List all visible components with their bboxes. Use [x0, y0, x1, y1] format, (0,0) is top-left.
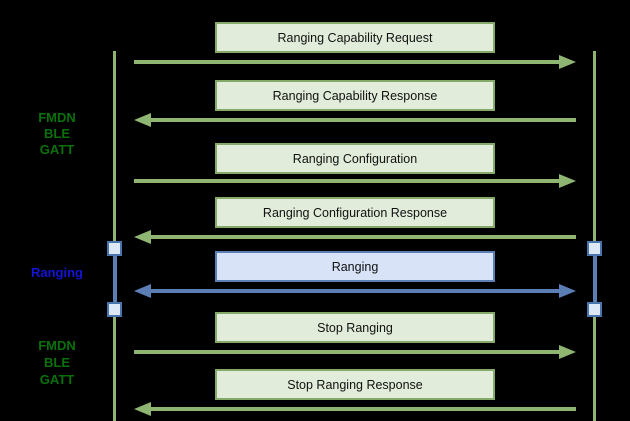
arrowhead-left: [134, 284, 151, 298]
message-label: Ranging Capability Response: [272, 88, 438, 103]
arrow-line: [151, 118, 576, 122]
left-lifeline-ranging-segment: [113, 250, 117, 310]
message-label: Ranging Configuration Response: [262, 205, 448, 220]
arrow-line: [134, 350, 559, 354]
arrow-line: [151, 289, 559, 293]
arrowhead-right: [559, 345, 576, 359]
left-activation-start-marker: [107, 241, 122, 256]
protocol-label-ranging: Ranging: [10, 265, 104, 281]
arrow-stop-ranging-response: [134, 402, 576, 416]
protocol-label-line: GATT: [39, 142, 75, 157]
arrowhead-right: [559, 55, 576, 69]
message-box-stop-ranging-response: Stop Ranging Response: [215, 369, 495, 400]
message-box-ranging: Ranging: [215, 251, 495, 282]
arrow-ranging-capability-response: [134, 113, 576, 127]
message-box-ranging-capability-request: Ranging Capability Request: [215, 22, 495, 53]
message-box-ranging-capability-response: Ranging Capability Response: [215, 80, 495, 111]
arrowhead-right: [559, 174, 576, 188]
arrow-ranging-capability-request: [134, 55, 576, 69]
message-label: Ranging Configuration: [292, 151, 418, 166]
arrowhead-left: [134, 230, 151, 244]
right-activation-end-marker: [587, 302, 602, 317]
arrowhead-right: [559, 284, 576, 298]
arrow-stop-ranging: [134, 345, 576, 359]
message-box-ranging-configuration-response: Ranging Configuration Response: [215, 197, 495, 228]
arrowhead-left: [134, 402, 151, 416]
right-activation-start-marker: [587, 241, 602, 256]
protocol-label-line: Ranging: [31, 265, 83, 280]
message-box-stop-ranging: Stop Ranging: [215, 312, 495, 343]
message-box-ranging-configuration: Ranging Configuration: [215, 143, 495, 174]
message-label: Ranging: [331, 259, 379, 274]
arrow-line: [151, 235, 576, 239]
protocol-label-fmdn-ble-gatt-bottom: FMDN BLE GATT: [10, 337, 104, 388]
protocol-label-line: FMDN: [38, 338, 76, 353]
arrow-ranging-bidirectional: [134, 284, 576, 298]
protocol-label-line: BLE: [44, 126, 70, 141]
arrow-line: [134, 179, 559, 183]
message-label: Stop Ranging: [317, 320, 393, 335]
arrow-ranging-configuration: [134, 174, 576, 188]
arrow-line: [151, 407, 576, 411]
protocol-label-fmdn-ble-gatt-top: FMDN BLE GATT: [10, 110, 104, 158]
protocol-label-line: BLE: [44, 355, 70, 370]
left-lifeline: [113, 51, 116, 421]
arrow-ranging-configuration-response: [134, 230, 576, 244]
protocol-label-line: FMDN: [38, 110, 76, 125]
left-activation-end-marker: [107, 302, 122, 317]
arrowhead-left: [134, 113, 151, 127]
protocol-label-line: GATT: [39, 372, 75, 387]
right-lifeline-ranging-segment: [593, 250, 597, 310]
message-label: Stop Ranging Response: [287, 377, 423, 392]
message-label: Ranging Capability Request: [277, 30, 433, 45]
arrow-line: [134, 60, 559, 64]
right-lifeline: [593, 51, 596, 421]
